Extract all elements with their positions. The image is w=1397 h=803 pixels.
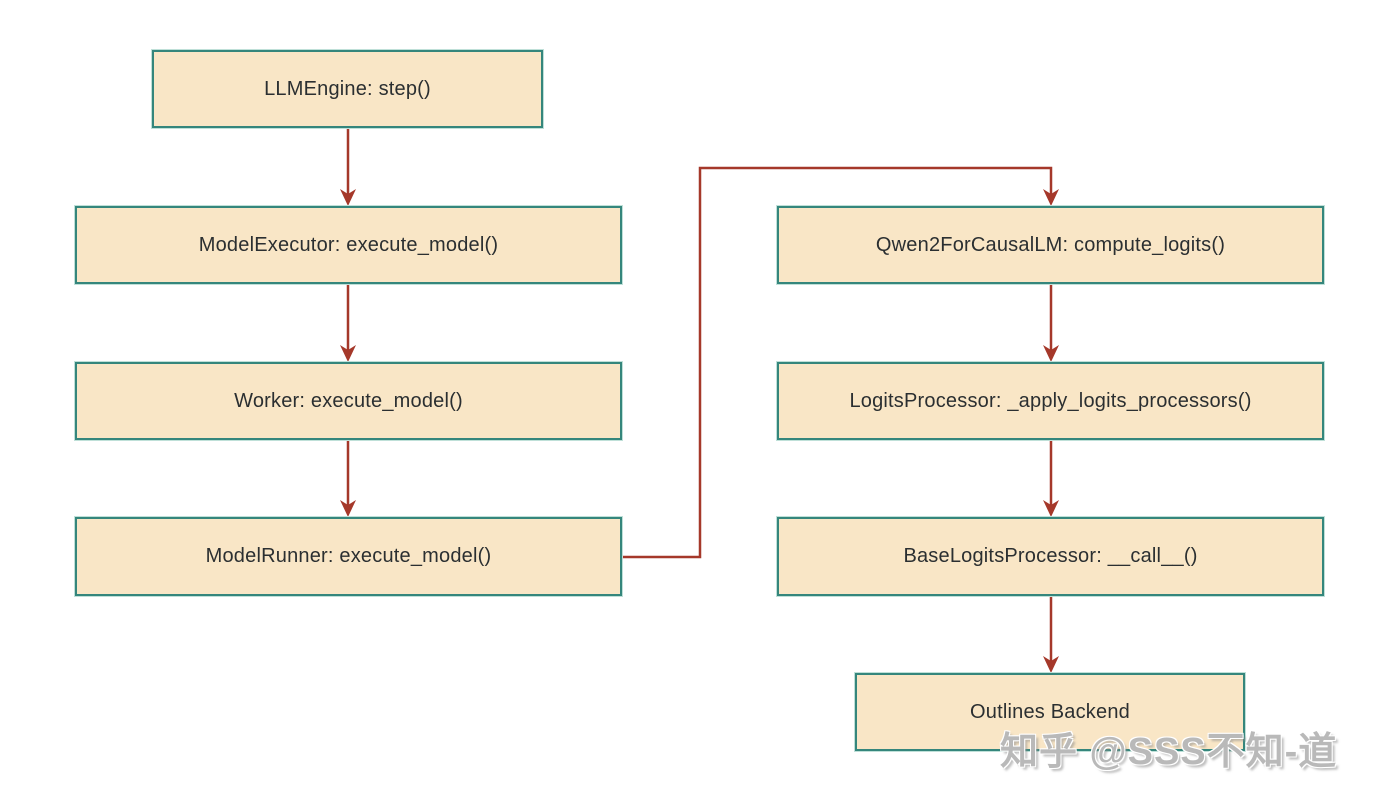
watermark-text: 知乎 @SSS不知-道 xyxy=(1000,731,1338,773)
node-worker: Worker: execute_model() xyxy=(74,361,623,441)
node-worker-label: Worker: execute_model() xyxy=(234,389,463,412)
node-model-executor: ModelExecutor: execute_model() xyxy=(74,205,623,285)
node-logits-processor: LogitsProcessor: _apply_logits_processor… xyxy=(776,361,1325,441)
node-outlines-backend: Outlines Backend xyxy=(854,672,1246,752)
node-base-logits-processor: BaseLogitsProcessor: __call__() xyxy=(776,516,1325,597)
node-base-logits-processor-label: BaseLogitsProcessor: __call__() xyxy=(903,545,1198,567)
node-model-runner-label: ModelRunner: execute_model() xyxy=(205,545,492,567)
node-llm-engine: LLMEngine: step() xyxy=(151,49,544,129)
node-model-executor-label: ModelExecutor: execute_model() xyxy=(198,233,499,256)
node-logits-processor-label: LogitsProcessor: _apply_logits_processor… xyxy=(849,389,1252,412)
node-model-runner: ModelRunner: execute_model() xyxy=(74,516,623,597)
node-llm-engine-label: LLMEngine: step() xyxy=(264,77,431,100)
node-qwen2-for-causal-lm: Qwen2ForCausalLM: compute_logits() xyxy=(776,205,1325,285)
node-qwen2-for-causal-lm-label: Qwen2ForCausalLM: compute_logits() xyxy=(875,233,1226,256)
node-outlines-backend-label: Outlines Backend xyxy=(970,700,1130,723)
